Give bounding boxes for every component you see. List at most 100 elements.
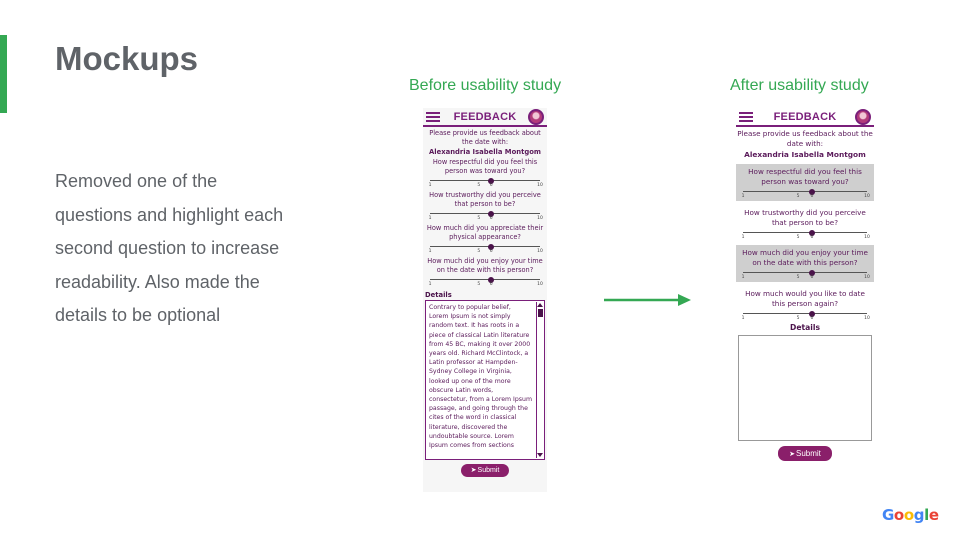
- header-title: FEEDBACK: [453, 111, 517, 123]
- submit-button[interactable]: ➤Submit: [461, 464, 509, 477]
- caption-after: After usability study: [730, 77, 869, 94]
- avatar[interactable]: [855, 109, 871, 125]
- tick-label: 1: [741, 235, 745, 240]
- question-block-highlighted: How much did you enjoy your time on the …: [736, 245, 874, 282]
- intro-text: Please provide us feedback about the dat…: [737, 129, 873, 148]
- google-logo: Google: [882, 506, 939, 524]
- right-arrow-icon: [604, 294, 691, 306]
- scrollbar[interactable]: [536, 302, 543, 458]
- submit-button[interactable]: ➤Submit: [778, 446, 832, 461]
- slider-knob[interactable]: [488, 276, 495, 283]
- tick-label: 5: [477, 183, 481, 188]
- tick-label: 10: [864, 275, 870, 280]
- tick-label: 10: [537, 249, 543, 254]
- header-title: FEEDBACK: [773, 111, 837, 123]
- tick-label: 5: [796, 275, 800, 280]
- tick-label: 10: [537, 183, 543, 188]
- tick-label: 6: [489, 249, 493, 254]
- submit-label: Submit: [795, 449, 821, 458]
- slider-knob[interactable]: [808, 229, 815, 236]
- submit-label: Submit: [477, 467, 500, 474]
- question-text: How much would you like to date this per…: [745, 289, 865, 308]
- send-icon: ➤: [789, 451, 795, 458]
- tick-label: 5: [796, 316, 800, 321]
- tick-label: 6: [489, 183, 493, 188]
- app-header: FEEDBACK: [423, 108, 547, 127]
- tick-label: 5: [796, 194, 800, 199]
- slider-knob[interactable]: [488, 177, 495, 184]
- question-block: How trustworthy did you perceive that pe…: [423, 189, 547, 222]
- tick-label: 10: [864, 316, 870, 321]
- details-text: Contrary to popular belief, Lorem Ipsum …: [429, 304, 532, 450]
- question-text: How much did you enjoy your time on the …: [742, 248, 868, 267]
- question-block: How much did you enjoy your time on the …: [423, 255, 547, 288]
- scroll-up-icon[interactable]: [537, 303, 543, 307]
- slider-knob[interactable]: [808, 269, 815, 276]
- tick-label: 6: [810, 275, 814, 280]
- question-text: How respectful did you feel this person …: [432, 158, 538, 175]
- tick-label: 5: [477, 216, 481, 221]
- tick-label: 10: [864, 194, 870, 199]
- tick-label: 5: [477, 282, 481, 287]
- slider-knob[interactable]: [808, 310, 815, 317]
- question-block: How respectful did you feel this person …: [423, 156, 547, 189]
- slider-knob[interactable]: [488, 210, 495, 217]
- tick-label: 5: [796, 235, 800, 240]
- details-textarea[interactable]: Contrary to popular belief, Lorem Ipsum …: [425, 300, 545, 460]
- person-name: Alexandria Isabella Montgom: [744, 150, 866, 159]
- intro-text: Please provide us feedback about the dat…: [429, 129, 541, 146]
- details-label: Details: [425, 291, 452, 299]
- tick-label: 1: [428, 282, 432, 287]
- question-block: How much did you appreciate their physic…: [423, 222, 547, 255]
- tick-label: 6: [810, 235, 814, 240]
- scroll-thumb[interactable]: [537, 309, 543, 317]
- question-text: How much did you appreciate their physic…: [426, 224, 544, 241]
- question-block: How much would you like to date this per…: [736, 286, 874, 323]
- tick-label: 10: [864, 235, 870, 240]
- question-text: How respectful did you feel this person …: [748, 167, 862, 186]
- tick-label: 10: [537, 282, 543, 287]
- slider-knob[interactable]: [488, 243, 495, 250]
- avatar[interactable]: [528, 109, 544, 125]
- tick-label: 1: [741, 316, 745, 321]
- rating-slider[interactable]: 1 5 6 10: [428, 275, 543, 287]
- caption-before: Before usability study: [409, 77, 562, 94]
- slide-body-text: Removed one of the questions and highlig…: [55, 171, 284, 325]
- question-block-highlighted: How respectful did you feel this person …: [736, 164, 874, 201]
- question-block: How trustworthy did you perceive that pe…: [736, 205, 874, 242]
- tick-label: 10: [537, 216, 543, 221]
- rating-slider[interactable]: 1 5 6 10: [741, 228, 870, 240]
- hamburger-menu-icon[interactable]: [739, 112, 753, 122]
- rating-slider[interactable]: 1 5 6 10: [741, 187, 870, 199]
- send-icon: ➤: [470, 467, 477, 474]
- tick-label: 1: [741, 194, 745, 199]
- before-mockup: FEEDBACK Please provide us feedback abou…: [423, 108, 547, 492]
- slider-knob[interactable]: [808, 188, 815, 195]
- tick-label: 6: [489, 282, 493, 287]
- slide-title: Mockups: [55, 40, 199, 77]
- tick-label: 1: [428, 183, 432, 188]
- tick-label: 5: [477, 249, 481, 254]
- tick-label: 6: [489, 216, 493, 221]
- scroll-down-icon[interactable]: [537, 453, 543, 457]
- after-mockup: FEEDBACK Please provide us feedback abou…: [736, 108, 874, 492]
- tick-label: 6: [810, 316, 814, 321]
- app-header: FEEDBACK: [736, 108, 874, 127]
- question-text: How trustworthy did you perceive that pe…: [744, 208, 866, 227]
- question-text: How much did you enjoy your time on the …: [427, 257, 543, 274]
- rating-slider[interactable]: 1 5 6 10: [741, 309, 870, 321]
- details-label: Details: [790, 323, 820, 332]
- question-text: How trustworthy did you perceive that pe…: [429, 191, 541, 208]
- rating-slider[interactable]: 1 5 6 10: [428, 209, 543, 221]
- rating-slider[interactable]: 1 5 6 10: [428, 176, 543, 188]
- tick-label: 6: [810, 194, 814, 199]
- rating-slider[interactable]: 1 5 6 10: [428, 242, 543, 254]
- rating-slider[interactable]: 1 5 6 10: [741, 268, 870, 280]
- tick-label: 1: [428, 216, 432, 221]
- accent-bar: [0, 35, 7, 113]
- tick-label: 1: [741, 275, 745, 280]
- details-textarea[interactable]: [738, 335, 872, 441]
- hamburger-menu-icon[interactable]: [426, 112, 440, 122]
- person-name: Alexandria Isabella Montgom: [429, 148, 541, 156]
- tick-label: 1: [428, 249, 432, 254]
